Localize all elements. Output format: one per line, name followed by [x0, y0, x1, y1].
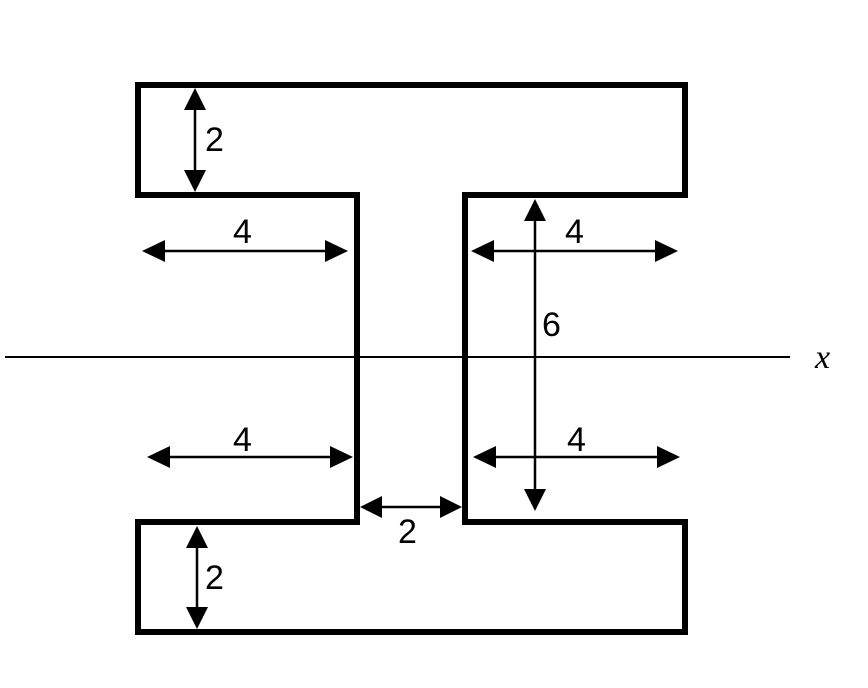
- dimension-label: 2: [205, 559, 224, 597]
- arrowhead: [657, 446, 680, 468]
- arrowhead: [186, 607, 208, 629]
- i-beam-outline: [135, 82, 688, 635]
- dimension-label: 4: [233, 213, 252, 251]
- arrowhead: [473, 446, 496, 468]
- arrowhead: [186, 526, 208, 548]
- arrowhead: [360, 496, 382, 518]
- arrowhead: [655, 240, 678, 262]
- arrowhead: [471, 240, 494, 262]
- arrowhead: [524, 489, 546, 511]
- dimension-label: 6: [542, 306, 561, 344]
- lower-right-overhang-dimension: 4: [473, 421, 680, 468]
- dimension-label: 2: [205, 121, 224, 159]
- arrowhead: [184, 170, 206, 192]
- dimension-label: 2: [398, 513, 417, 551]
- dimension-label: 4: [565, 213, 584, 251]
- upper-left-overhang-dimension: 4: [142, 213, 348, 262]
- dimension-label: 4: [567, 421, 586, 459]
- web-height-dimension: 6: [524, 199, 561, 511]
- upper-right-overhang-dimension: 4: [471, 213, 678, 262]
- arrowhead: [440, 496, 462, 518]
- x-axis-label: x: [814, 339, 830, 376]
- arrowhead: [325, 240, 348, 262]
- web-width-dimension: 2: [360, 496, 462, 551]
- arrowhead: [524, 199, 546, 221]
- arrowhead: [147, 446, 170, 468]
- arrowhead: [330, 446, 353, 468]
- lower-left-overhang-dimension: 4: [147, 421, 353, 468]
- dimension-label: 4: [233, 421, 252, 459]
- bottom-flange-thickness-dimension: 2: [186, 526, 224, 629]
- arrowhead: [142, 240, 165, 262]
- arrowhead: [184, 88, 206, 110]
- top-flange-thickness-dimension: 2: [184, 88, 224, 192]
